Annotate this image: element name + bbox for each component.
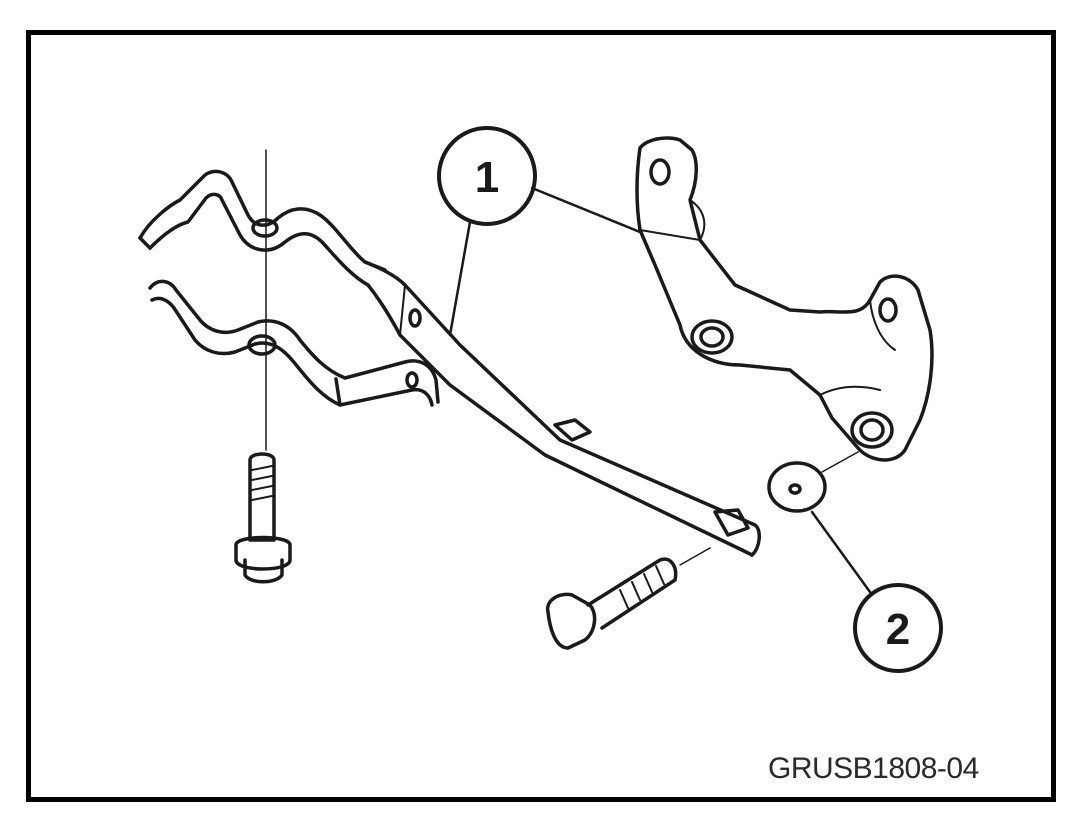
washer [767, 451, 859, 513]
mounting-bracket [635, 136, 934, 462]
upper-clamp-strap [138, 169, 387, 287]
callout-2-number: 2 [886, 605, 910, 654]
callout-1-circle [437, 126, 537, 226]
callout-1-number: 1 [475, 153, 499, 202]
horizontal-bolt [545, 547, 711, 650]
callout-1-leader-mount [530, 186, 642, 234]
callout-2-circle [853, 583, 943, 673]
lower-clamp-strap [148, 279, 440, 407]
figure-code-label: GRUSB1808-04 [768, 752, 979, 785]
vertical-bolt [234, 452, 292, 584]
long-support-bracket [363, 260, 761, 557]
callout-2-leader [810, 510, 872, 594]
callout-1-leader-bracket [448, 220, 472, 337]
